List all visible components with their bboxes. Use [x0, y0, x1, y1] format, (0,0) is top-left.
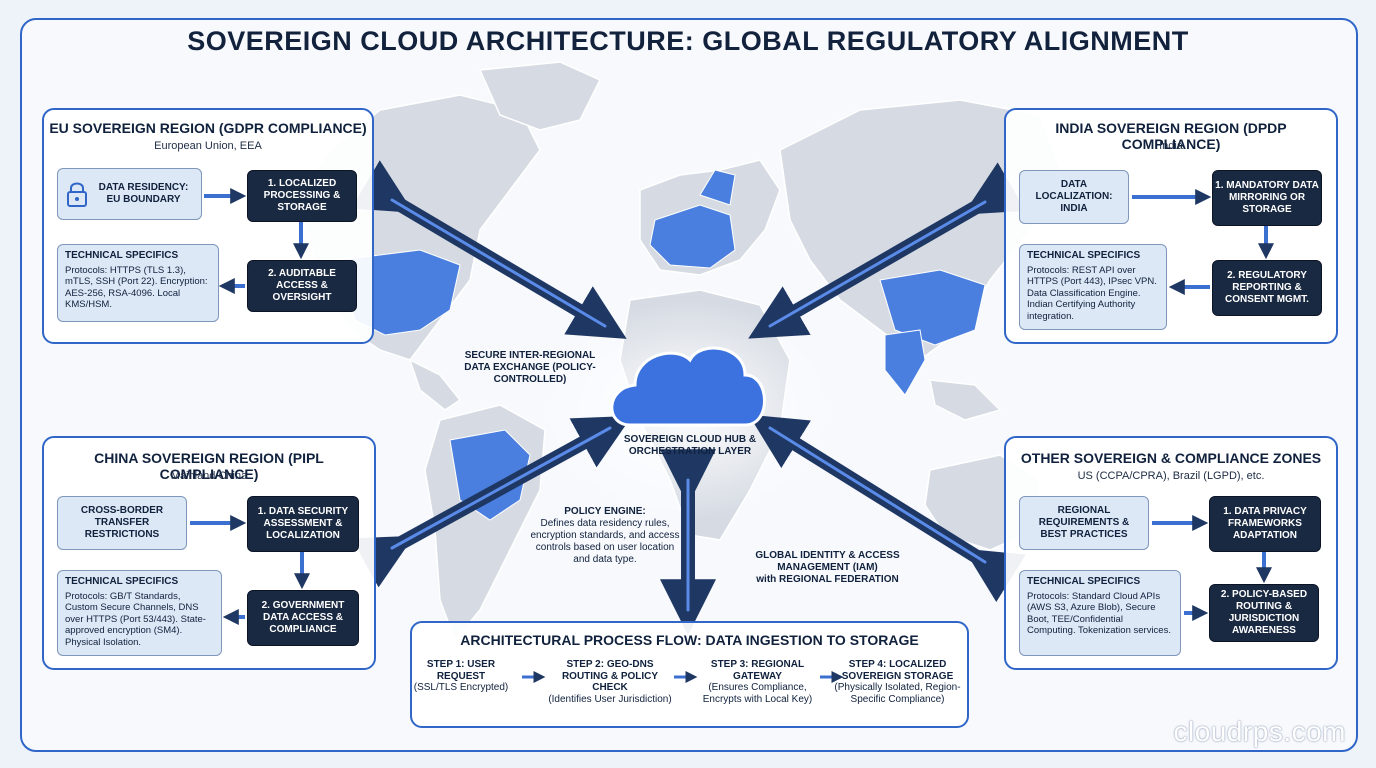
india-region-subtitle: India: [1159, 140, 1183, 152]
eu-residency-label: DATA RESIDENCY: EU BOUNDARY: [98, 182, 189, 205]
china-tech-title: TECHNICAL SPECIFICS: [65, 576, 179, 587]
india-tech-title: TECHNICAL SPECIFICS: [1027, 250, 1141, 261]
flow-step-4-desc: (Physically Isolated, Region-Specific Co…: [834, 682, 961, 705]
india-panel-arrows: [1132, 189, 1274, 295]
china-panel-arrows: [190, 515, 310, 625]
flow-step-4-head: STEP 4: LOCALIZED SOVEREIGN STORAGE: [841, 659, 954, 682]
flow-step-1: STEP 1: USER REQUEST (SSL/TLS Encrypted): [406, 659, 516, 694]
eu-panel-arrows: [204, 188, 309, 294]
china-step1-box: 1. DATA SECURITY ASSESSMENT & LOCALIZATI…: [247, 496, 359, 552]
eu-step2-box: 2. AUDITABLE ACCESS & OVERSIGHT: [247, 260, 357, 312]
eu-step1-box: 1. LOCALIZED PROCESSING & STORAGE: [247, 170, 357, 222]
other-zones-panel: OTHER SOVEREIGN & COMPLIANCE ZONES US (C…: [1004, 436, 1338, 670]
other-step2-box: 2. POLICY-BASED ROUTING & JURISDICTION A…: [1209, 584, 1319, 642]
other-tech-box: TECHNICAL SPECIFICS Protocols: Standard …: [1019, 570, 1181, 656]
eu-region-subtitle: European Union, EEA: [154, 140, 262, 152]
hub-label: SOVEREIGN CLOUD HUB & ORCHESTRATION LAYE…: [623, 434, 757, 457]
page-title: SOVEREIGN CLOUD ARCHITECTURE: GLOBAL REG…: [187, 26, 1189, 56]
policy-engine-body: Defines data residency rules, encryption…: [530, 518, 680, 565]
china-step2-box: 2. GOVERNMENT DATA ACCESS & COMPLIANCE: [247, 590, 359, 646]
india-step1-box: 1. MANDATORY DATA MIRRORING OR STORAGE: [1212, 170, 1322, 226]
policy-engine-text: POLICY ENGINE: Defines data residency ru…: [530, 506, 680, 566]
exchange-label: SECURE INTER-REGIONAL DATA EXCHANGE (POL…: [464, 350, 596, 385]
eu-region-title: EU SOVEREIGN REGION (GDPR COMPLIANCE): [49, 120, 367, 136]
iam-body: with REGIONAL FEDERATION: [756, 574, 899, 585]
iam-text: GLOBAL IDENTITY & ACCESS MANAGEMENT (IAM…: [745, 550, 910, 586]
india-step2-box: 2. REGULATORY REPORTING & CONSENT MGMT.: [1212, 260, 1322, 316]
other-zones-subtitle: US (CCPA/CPRA), Brazil (LGPD), etc.: [1077, 470, 1265, 482]
flow-step-2-head: STEP 2: GEO-DNS ROUTING & POLICY CHECK: [561, 659, 659, 693]
cloud-icon: [610, 346, 766, 427]
other-step1-box: 1. DATA PRIVACY FRAMEWORKS ADAPTATION: [1209, 496, 1321, 552]
other-tech-body: Protocols: Standard Cloud APIs (AWS S3, …: [1027, 590, 1171, 637]
india-tech-box: TECHNICAL SPECIFICS Protocols: REST API …: [1019, 244, 1167, 330]
india-region-panel: INDIA SOVEREIGN REGION (DPDP COMPLIANCE)…: [1004, 108, 1338, 344]
flow-step-1-head: STEP 1: USER REQUEST: [426, 659, 496, 682]
eu-region-panel: EU SOVEREIGN REGION (GDPR COMPLIANCE) Eu…: [42, 108, 374, 344]
process-flow-panel: ARCHITECTURAL PROCESS FLOW: DATA INGESTI…: [410, 621, 969, 728]
india-residency-box: DATA LOCALIZATION: INDIA: [1019, 170, 1129, 224]
process-flow-title: ARCHITECTURAL PROCESS FLOW: DATA INGESTI…: [460, 632, 919, 648]
china-residency-box: CROSS-BORDER TRANSFER RESTRICTIONS: [57, 496, 187, 550]
india-region-title: INDIA SOVEREIGN REGION (DPDP COMPLIANCE): [1055, 120, 1287, 152]
iam-title: GLOBAL IDENTITY & ACCESS MANAGEMENT (IAM…: [755, 550, 900, 573]
lock-icon: [67, 182, 87, 207]
india-tech-body: Protocols: REST API over HTTPS (Port 443…: [1027, 264, 1157, 322]
flow-step-3: STEP 3: REGIONAL GATEWAY (Ensures Compli…: [690, 659, 825, 705]
other-panel-arrows: [1152, 515, 1272, 621]
eu-tech-title: TECHNICAL SPECIFICS: [65, 250, 179, 261]
other-residency-box: REGIONAL REQUIREMENTS & BEST PRACTICES: [1019, 496, 1149, 550]
other-zones-title: OTHER SOVEREIGN & COMPLIANCE ZONES: [1020, 450, 1322, 466]
china-region-subtitle: Mainland China: [170, 470, 248, 482]
china-region-panel: CHINA SOVEREIGN REGION (PIPL COMPLIANCE)…: [42, 436, 376, 670]
flow-step-1-desc: (SSL/TLS Encrypted): [413, 682, 509, 693]
flow-step-4: STEP 4: LOCALIZED SOVEREIGN STORAGE (Phy…: [830, 659, 965, 705]
china-tech-box: TECHNICAL SPECIFICS Protocols: GB/T Stan…: [57, 570, 222, 656]
eu-tech-body: Protocols: HTTPS (TLS 1.3), mTLS, SSH (P…: [65, 264, 208, 311]
connector-arrows: [351, 160, 1026, 636]
flow-step-2-desc: (Identifies User Jurisdiction): [548, 693, 672, 705]
policy-engine-title: POLICY ENGINE:: [564, 506, 646, 517]
flow-step-3-desc: (Ensures Compliance, Encrypts with Local…: [702, 682, 813, 705]
other-tech-title: TECHNICAL SPECIFICS: [1027, 576, 1141, 587]
watermark: cloudrps.com: [1173, 716, 1346, 747]
flow-step-3-head: STEP 3: REGIONAL GATEWAY: [710, 659, 805, 682]
flow-step-2: STEP 2: GEO-DNS ROUTING & POLICY CHECK (…: [540, 659, 680, 705]
china-region-title: CHINA SOVEREIGN REGION (PIPL COMPLIANCE): [94, 450, 324, 482]
flow-arrows: [522, 671, 844, 683]
eu-tech-box: TECHNICAL SPECIFICS Protocols: HTTPS (TL…: [57, 244, 219, 322]
china-tech-body: Protocols: GB/T Standards, Custom Secure…: [65, 590, 206, 648]
